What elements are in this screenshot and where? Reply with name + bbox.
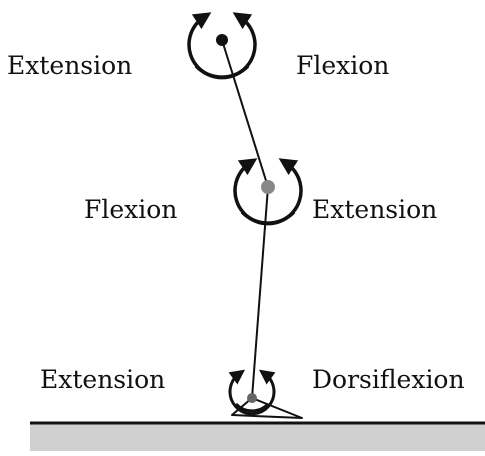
hip-rotation-arrows xyxy=(187,12,257,80)
ankle-joint xyxy=(247,393,257,403)
knee-extension-label: Extension xyxy=(312,195,438,224)
ankle-rotation-arrows xyxy=(228,369,276,416)
ground-surface xyxy=(30,423,485,451)
hip-joint xyxy=(216,34,228,46)
knee-joint xyxy=(261,180,275,194)
knee-flexion-label: Flexion xyxy=(84,195,178,224)
knee-inner-arc xyxy=(240,210,296,225)
ankle-inner-arc xyxy=(234,402,270,413)
hip-extension-label: Extension xyxy=(7,51,133,80)
ankle-dorsiflexion-label: Dorsiflexion xyxy=(312,365,465,394)
knee-rotation-arrows xyxy=(233,158,303,226)
ankle-rotation-arc xyxy=(228,369,276,416)
shank-segment xyxy=(251,186,269,399)
ankle-extension-label: Extension xyxy=(40,365,166,394)
foot-segment xyxy=(231,397,303,419)
hip-flexion-label: Flexion xyxy=(296,51,390,80)
hip-inner-arc xyxy=(194,64,250,79)
